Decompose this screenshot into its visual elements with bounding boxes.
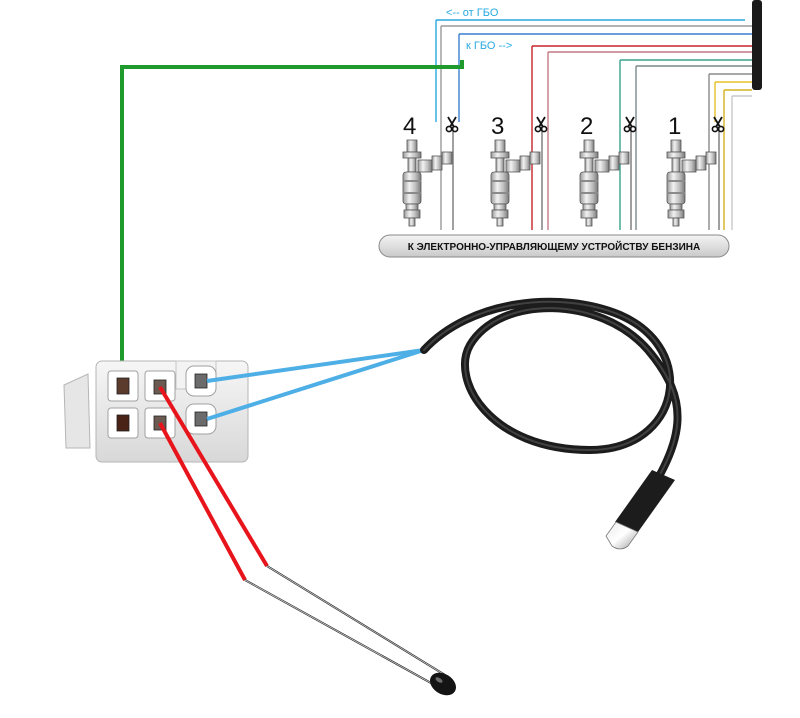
to-gbo-label: к ГБО -->	[466, 40, 512, 52]
injector-4	[402, 139, 453, 227]
injector-number-4: 4	[403, 113, 416, 140]
connector-block	[63, 360, 249, 463]
injector-number-2: 2	[580, 113, 593, 140]
scissors-icon	[623, 116, 637, 133]
blue-wires	[206, 348, 425, 421]
scissors-icon	[445, 116, 459, 133]
scissors-icon	[534, 116, 548, 133]
thermistor	[244, 565, 457, 696]
injector-number-1: 1	[668, 113, 681, 140]
injector-number-3: 3	[491, 113, 504, 140]
from-gbo-label: <-- от ГБО	[446, 7, 499, 19]
ecu-label-text: К ЭЛЕКТРОННО-УПРАВЛЯЮЩЕМУ УСТРОЙСТВУ БЕН…	[408, 240, 700, 253]
scissors-icon	[711, 116, 725, 133]
red-wires	[158, 385, 269, 581]
ecu-label-bar: К ЭЛЕКТРОННО-УПРАВЛЯЮЩЕМУ УСТРОЙСТВУ БЕН…	[378, 234, 730, 258]
injector-2	[579, 139, 630, 227]
harness-sheath	[752, 0, 762, 90]
green-wire	[120, 60, 464, 384]
temperature-probe	[420, 297, 682, 550]
harness-wires	[435, 19, 752, 230]
